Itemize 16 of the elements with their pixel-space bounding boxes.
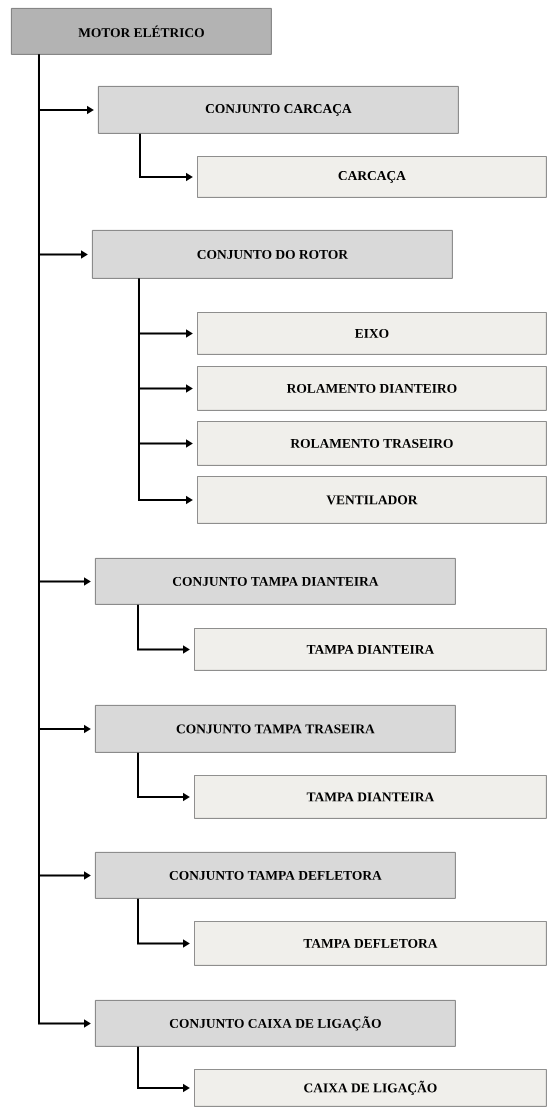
part-box: CAIXA DE LIGAÇÃO — [194, 1069, 547, 1107]
part-box: VENTILADOR — [197, 476, 547, 524]
group-box: CONJUNTO TAMPA DIANTEIRA — [95, 558, 456, 605]
part-box: ROLAMENTO TRASEIRO — [197, 421, 547, 466]
group-box: CONJUNTO CAIXA DE LIGAÇÃO — [95, 1000, 456, 1047]
part-box: TAMPA DIANTEIRA — [194, 628, 547, 671]
part-box: EIXO — [197, 312, 547, 355]
part-box: TAMPA DEFLETORA — [194, 921, 547, 966]
group-box: CONJUNTO TAMPA TRASEIRA — [95, 705, 456, 753]
part-box: TAMPA DIANTEIRA — [194, 775, 547, 819]
group-box: CONJUNTO TAMPA DEFLETORA — [95, 852, 456, 899]
root-box: MOTOR ELÉTRICO — [11, 8, 272, 55]
group-box: CONJUNTO CARCAÇA — [98, 86, 459, 134]
part-box: CARCAÇA — [197, 156, 547, 198]
group-box: CONJUNTO DO ROTOR — [92, 230, 453, 279]
part-box: ROLAMENTO DIANTEIRO — [197, 366, 547, 411]
